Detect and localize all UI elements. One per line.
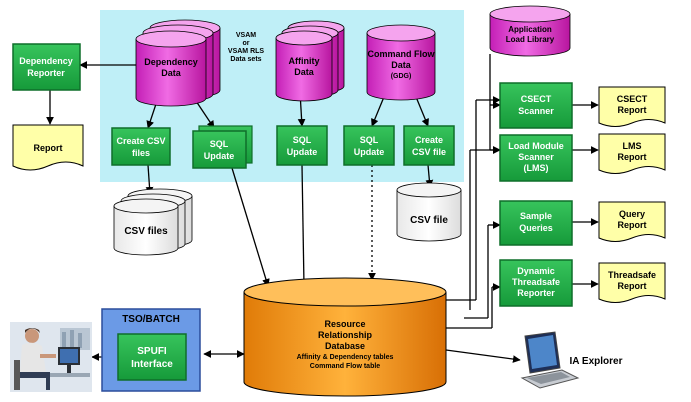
svg-text:Application: Application [508, 25, 552, 34]
svg-text:(LMS): (LMS) [524, 163, 549, 173]
user-at-workstation-image [10, 322, 92, 392]
sql-update-box-1: SQL Update [192, 125, 253, 169]
csv-file-cylinder: CSV file [396, 182, 462, 242]
resource-relationship-database: Resource Relationship Database Affinity … [243, 277, 447, 397]
svg-text:(GDG): (GDG) [391, 73, 412, 80]
svg-text:Threadsafe: Threadsafe [512, 277, 560, 287]
connectors [46, 54, 599, 363]
svg-text:Database: Database [325, 341, 365, 351]
svg-text:files: files [132, 148, 150, 158]
svg-text:SQL: SQL [293, 135, 312, 145]
application-load-library-cylinder: Application Load Library [489, 5, 571, 57]
svg-text:Scanner: Scanner [518, 152, 554, 162]
svg-text:Affinity & Dependency tables: Affinity & Dependency tables [297, 354, 394, 361]
sql-update-box-3: SQL Update [343, 125, 395, 166]
dependency-reporter-box: Dependency Reporter [12, 43, 81, 91]
svg-text:Update: Update [204, 151, 235, 161]
svg-text:Data: Data [161, 68, 182, 78]
svg-text:Affinity: Affinity [289, 56, 320, 66]
svg-text:SQL: SQL [210, 139, 229, 149]
svg-text:Report: Report [618, 281, 647, 291]
svg-text:Report: Report [618, 220, 647, 230]
svg-text:Query: Query [619, 209, 645, 219]
svg-text:Command Flow: Command Flow [368, 49, 436, 59]
svg-text:Update: Update [354, 147, 385, 157]
svg-text:Sample: Sample [520, 211, 552, 221]
ia-explorer-laptop-image [520, 331, 580, 389]
vsam-note: VSAM or VSAM RLS Data sets [228, 32, 265, 63]
create-csv-file-box: Create CSV file [403, 125, 455, 166]
threadsafe-report-document: Threadsafe Report [598, 262, 666, 303]
svg-text:Data sets: Data sets [230, 56, 261, 63]
load-module-scanner-box: Load Module Scanner (LMS) [499, 134, 573, 182]
svg-text:Create CSV: Create CSV [116, 136, 165, 146]
svg-text:Queries: Queries [519, 223, 553, 233]
svg-text:TSO/BATCH: TSO/BATCH [122, 314, 180, 325]
svg-text:LMS: LMS [623, 141, 642, 151]
svg-text:CSECT: CSECT [617, 94, 648, 104]
csect-scanner-box: CSECT Scanner [499, 82, 573, 129]
svg-text:SQL: SQL [360, 135, 379, 145]
svg-text:Dependency: Dependency [144, 57, 198, 67]
svg-text:Command Flow table: Command Flow table [310, 363, 381, 370]
svg-text:Threadsafe: Threadsafe [608, 270, 656, 280]
svg-text:Resource: Resource [324, 319, 365, 329]
svg-text:Load Library: Load Library [506, 35, 555, 44]
csect-report-document: CSECT Report [598, 86, 666, 127]
lms-report-document: LMS Report [598, 133, 666, 174]
svg-text:Interface: Interface [131, 359, 173, 370]
svg-text:Load Module: Load Module [508, 141, 564, 151]
affinity-data-cylinders: Affinity Data [275, 20, 345, 102]
svg-text:Create: Create [415, 135, 443, 145]
ia-explorer-label: IA Explorer [570, 356, 623, 367]
svg-text:Report: Report [618, 152, 647, 162]
svg-text:Scanner: Scanner [518, 106, 554, 116]
sql-update-box-2: SQL Update [276, 125, 328, 166]
svg-text:Report: Report [34, 143, 63, 153]
svg-text:CSV files: CSV files [124, 226, 168, 237]
svg-text:Dynamic: Dynamic [517, 266, 555, 276]
report-document: Report [12, 124, 84, 171]
svg-text:Data: Data [294, 67, 315, 77]
svg-text:Reporter: Reporter [27, 68, 65, 78]
svg-text:Dependency: Dependency [19, 56, 73, 66]
spufi-interface-box: SPUFI Interface [117, 333, 187, 381]
dependency-data-cylinders: Dependency Data [135, 19, 221, 107]
svg-text:CSV file: CSV file [410, 215, 448, 226]
sample-queries-box: Sample Queries [499, 200, 573, 246]
command-flow-data-cylinder: Command Flow Data (GDG) [366, 24, 436, 101]
svg-text:SPUFI: SPUFI [137, 346, 167, 357]
svg-text:or: or [243, 40, 250, 47]
query-report-document: Query Report [598, 201, 666, 242]
svg-text:Data: Data [391, 60, 412, 70]
svg-text:Reporter: Reporter [517, 288, 555, 298]
svg-text:Update: Update [287, 147, 318, 157]
svg-text:VSAM RLS: VSAM RLS [228, 48, 265, 55]
csv-files-cylinders: CSV files [113, 188, 193, 256]
svg-text:Relationship: Relationship [318, 330, 373, 340]
create-csv-files-box: Create CSV files [111, 127, 171, 166]
dynamic-threadsafe-reporter-box: Dynamic Threadsafe Reporter [499, 259, 573, 307]
svg-text:CSECT: CSECT [521, 94, 552, 104]
svg-text:VSAM: VSAM [236, 32, 256, 39]
svg-text:Report: Report [618, 105, 647, 115]
svg-text:CSV file: CSV file [412, 147, 446, 157]
